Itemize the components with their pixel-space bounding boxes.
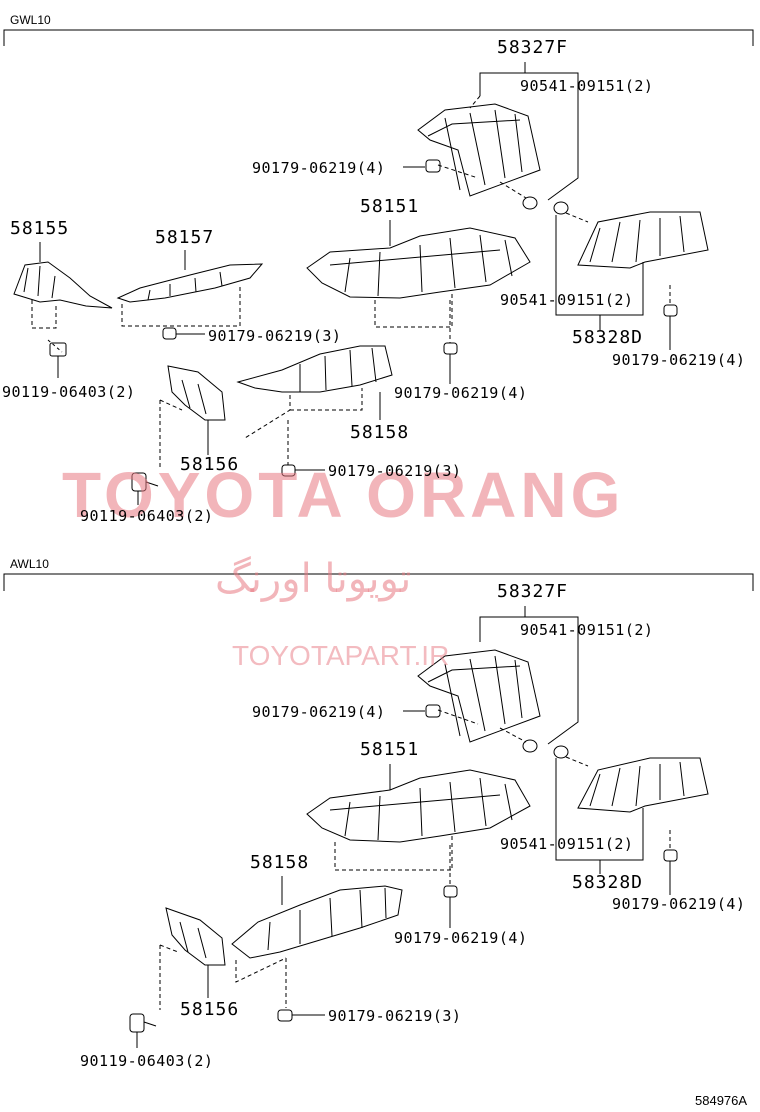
part-58328D: 58328D bbox=[572, 872, 644, 893]
heat-insulator-58151-awl bbox=[306, 769, 531, 843]
part-58156: 58156 bbox=[180, 999, 240, 1020]
part-58157: 58157 bbox=[155, 227, 215, 248]
heat-insulator-58156-gwl bbox=[167, 365, 226, 421]
part-58327F: 58327F bbox=[497, 37, 569, 58]
section-frame-gwl10 bbox=[3, 29, 754, 46]
part-90119-06403: 90119-06403(2) bbox=[80, 1052, 214, 1070]
part-90541-09151: 90541-09151(2) bbox=[500, 291, 634, 309]
figure-code: 584976A bbox=[695, 1093, 748, 1108]
part-58158: 58158 bbox=[250, 852, 310, 873]
part-90179-06219: 90179-06219(3) bbox=[208, 327, 342, 345]
watermark-site: TOYOTAPART.IR bbox=[232, 640, 450, 671]
heat-insulator-58155-gwl bbox=[13, 261, 113, 309]
part-58328D: 58328D bbox=[572, 327, 644, 348]
part-58151: 58151 bbox=[360, 196, 420, 217]
part-58327F: 58327F bbox=[497, 581, 569, 602]
heat-insulator-58328D-awl bbox=[577, 757, 709, 813]
part-58151: 58151 bbox=[360, 739, 420, 760]
heat-insulator-58157-gwl bbox=[116, 263, 264, 303]
section-frame-awl10 bbox=[3, 573, 754, 591]
part-90541-09151: 90541-09151(2) bbox=[520, 77, 654, 95]
part-90179-06219: 90179-06219(4) bbox=[394, 929, 528, 947]
heat-insulator-58158-awl bbox=[231, 885, 403, 959]
watermark-brand: TOYOTA ORANG bbox=[62, 459, 625, 531]
part-90179-06219: 90179-06219(4) bbox=[252, 703, 386, 721]
part-58158: 58158 bbox=[350, 422, 410, 443]
part-90179-06219: 90179-06219(4) bbox=[252, 159, 386, 177]
part-90541-09151: 90541-09151(2) bbox=[500, 835, 634, 853]
section-title-gwl10: GWL10 bbox=[10, 13, 51, 27]
heat-insulator-58156-awl bbox=[165, 907, 226, 966]
part-58155: 58155 bbox=[10, 218, 70, 239]
heat-insulator-58151-gwl bbox=[306, 227, 531, 299]
heat-insulator-58158-gwl bbox=[236, 345, 393, 393]
watermark-persian: تویوتا اورنگ bbox=[215, 556, 412, 602]
part-58156: 58156 bbox=[180, 454, 240, 475]
part-90119-06403: 90119-06403(2) bbox=[80, 507, 214, 525]
heat-insulator-58328D-gwl bbox=[577, 211, 709, 269]
part-90179-06219: 90179-06219(3) bbox=[328, 1007, 462, 1025]
section-title-awl10: AWL10 bbox=[10, 557, 49, 571]
part-90541-09151: 90541-09151(2) bbox=[520, 621, 654, 639]
part-90179-06219: 90179-06219(4) bbox=[612, 351, 746, 369]
heat-insulator-58327F-awl bbox=[417, 649, 541, 743]
part-90119-06403: 90119-06403(2) bbox=[2, 383, 136, 401]
heat-insulator-58327F-gwl bbox=[417, 103, 541, 197]
part-90179-06219: 90179-06219(4) bbox=[612, 895, 746, 913]
part-90179-06219: 90179-06219(3) bbox=[328, 462, 462, 480]
part-90179-06219: 90179-06219(4) bbox=[394, 384, 528, 402]
